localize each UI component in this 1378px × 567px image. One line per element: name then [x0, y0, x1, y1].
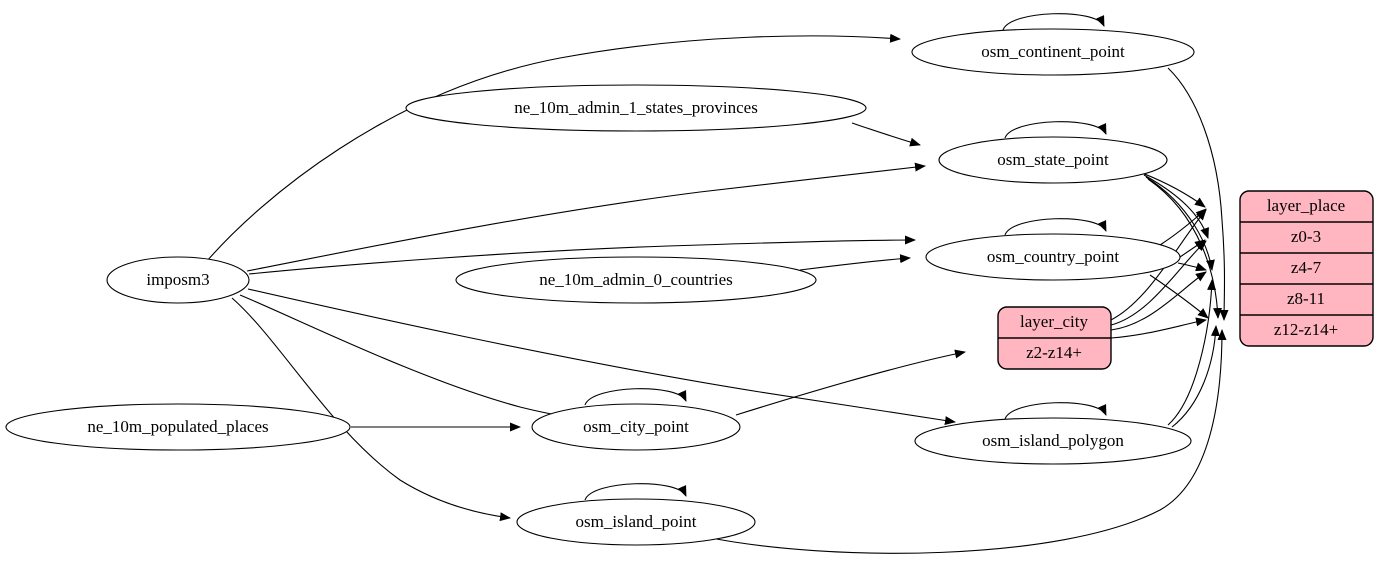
selfloop-osm_island_polygon [1004, 402, 1107, 420]
layer_place-row-z8-11[interactable]: z8-11 [1287, 289, 1325, 308]
node-label: ne_10m_populated_places [87, 417, 268, 436]
edge-osm_state_point-to-layer_place-z0-3 [1141, 172, 1206, 208]
node-label: osm_city_point [583, 417, 689, 436]
edge-osm_country_point-to-layer_place-z12 [1149, 274, 1209, 319]
node-label: osm_country_point [987, 247, 1119, 266]
node-label: osm_island_polygon [982, 431, 1124, 450]
edge-imposm3-to-osm_state_point [246, 162, 926, 272]
node-imposm3[interactable]: imposm3 [106, 256, 250, 304]
edge-osm_city_point-to-layer_city [735, 349, 966, 416]
layer_place-row-z4-7[interactable]: z4-7 [1291, 258, 1322, 277]
edge-layer [206, 13, 1229, 554]
layer_city-header: layer_city [1020, 312, 1088, 331]
edge-osm_state_point-to-layer_place-z4-7 [1143, 174, 1209, 239]
node-label: osm_continent_point [981, 42, 1125, 61]
edge-ne_10m_admin_0_countries-to-osm_country_point [799, 254, 911, 271]
edge-osm_continent_point-to-layer_place-z12 [1167, 67, 1229, 321]
layer_place-row-z0-3[interactable]: z0-3 [1291, 227, 1321, 246]
edge-imposm3-to-osm_continent_point [206, 33, 901, 262]
selfloop-osm_country_point [1004, 218, 1107, 236]
node-osm_island_point[interactable]: osm_island_point [516, 498, 756, 546]
node-layer_place[interactable]: layer_place z0-3 z4-7 z8-11 z12-z14+ [1239, 190, 1374, 347]
node-layer: imposm3 ne_10m_populated_places ne_10m_a… [5, 28, 1374, 546]
node-label: osm_island_point [576, 512, 697, 531]
edge-imposm3-to-osm_island_polygon [247, 288, 956, 426]
node-ne_10m_populated_places[interactable]: ne_10m_populated_places [5, 403, 351, 451]
edge-osm_island_polygon-to-layer_place-z12 [1171, 325, 1220, 428]
node-label: ne_10m_admin_1_states_provinces [514, 98, 758, 117]
node-label: imposm3 [146, 270, 209, 289]
node-osm_state_point[interactable]: osm_state_point [938, 136, 1168, 184]
layer_place-row-z12-z14[interactable]: z12-z14+ [1274, 320, 1338, 339]
edge-imposm3-to-osm_island_point [231, 297, 511, 522]
layer_place-header: layer_place [1267, 196, 1345, 215]
layer_city-row-z2-z14[interactable]: z2-z14+ [1026, 343, 1082, 362]
edge-ne_10m_admin_1_states_provinces-to-osm_state_point [851, 122, 921, 147]
node-ne_10m_admin_0_countries[interactable]: ne_10m_admin_0_countries [455, 256, 817, 304]
selfloop-osm_state_point [1004, 121, 1107, 139]
node-osm_island_polygon[interactable]: osm_island_polygon [914, 417, 1192, 465]
node-osm_city_point[interactable]: osm_city_point [531, 403, 741, 451]
node-label: ne_10m_admin_0_countries [539, 270, 733, 289]
node-ne_10m_admin_1_states_provinces[interactable]: ne_10m_admin_1_states_provinces [405, 84, 867, 132]
node-osm_country_point[interactable]: osm_country_point [925, 233, 1181, 281]
edge-imposm3-to-osm_country_point [248, 235, 916, 275]
selfloop-osm_continent_point [1002, 13, 1105, 31]
edge-osm_island_polygon-to-layer_place-z8-11 [1167, 279, 1217, 426]
selfloop-osm_city_point [584, 388, 687, 406]
edge-osm_country_point-to-layer_place-z8-11 [1177, 262, 1207, 272]
edge-layer_city-to-layer_place-z8-11 [1110, 271, 1207, 331]
selfloop-osm_island_point [584, 483, 687, 501]
edge-imposm3-to-osm_city_point [239, 294, 571, 421]
node-layer_city[interactable]: layer_city z2-z14+ [997, 306, 1112, 370]
node-label: osm_state_point [997, 150, 1109, 169]
edge-layer_city-to-layer_place-z4-7 [1110, 240, 1207, 326]
edge-layer_city-to-layer_place-z12 [1110, 317, 1207, 339]
node-osm_continent_point[interactable]: osm_continent_point [911, 28, 1195, 76]
edge-osm_island_point-to-layer_place-z12 [705, 329, 1227, 554]
